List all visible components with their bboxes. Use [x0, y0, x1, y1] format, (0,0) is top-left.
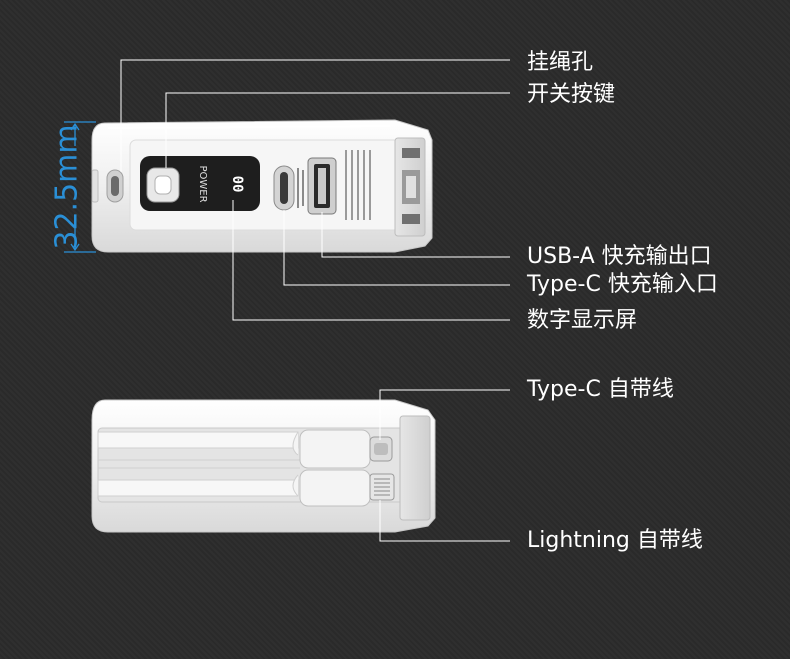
top-device: POWER 00: [91, 119, 433, 253]
label-type-c-port: Type-C 快充输入口: [527, 272, 718, 297]
power-text: POWER: [197, 165, 208, 202]
label-power-button: 开关按键: [527, 82, 616, 107]
leader-lanyard: [120, 59, 510, 172]
leader-power: [165, 92, 510, 168]
leader-type-c-cable: [379, 389, 510, 440]
flat-cable-upper: [97, 431, 299, 449]
leader-display: [232, 200, 510, 321]
leader-lightning-cable: [379, 500, 510, 542]
label-lanyard-hole: 挂绳孔: [527, 50, 594, 75]
dimension-marker: [64, 121, 96, 253]
label-usb-a: USB-A 快充输出口: [527, 244, 712, 269]
label-display: 数字显示屏: [527, 308, 638, 333]
label-type-c-cable: Type-C 自带线: [527, 377, 674, 402]
lightning-connector-icon: [299, 469, 371, 507]
bottom-device: [91, 399, 436, 533]
leader-type-c: [283, 210, 510, 286]
display-readout: 00: [229, 176, 245, 193]
leader-usb-a: [321, 212, 510, 258]
dimension-label: 32.5mm: [50, 124, 85, 249]
label-lightning-cable: Lightning 自带线: [527, 528, 703, 553]
leader-lines-top: [120, 59, 510, 321]
type-c-connector-icon: [299, 429, 371, 469]
leader-lines-bottom: [379, 389, 510, 542]
flat-cable-lower: [97, 479, 299, 497]
